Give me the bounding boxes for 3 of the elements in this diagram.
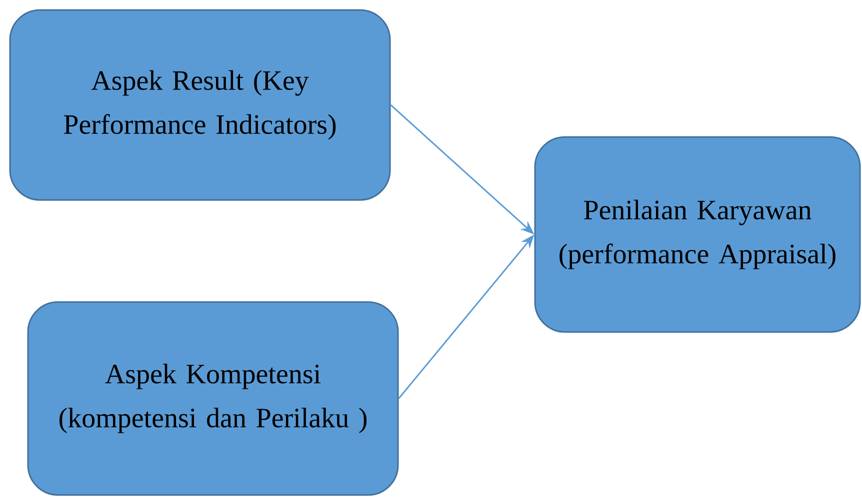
process-box: Aspek Result (Key Performance Indicators) xyxy=(9,9,391,201)
process-box: Penilaian Karyawan (performance Appraisal) xyxy=(534,136,861,333)
process-box: Aspek Kompetensi (kompetensi dan Perilaku ) xyxy=(27,301,399,496)
